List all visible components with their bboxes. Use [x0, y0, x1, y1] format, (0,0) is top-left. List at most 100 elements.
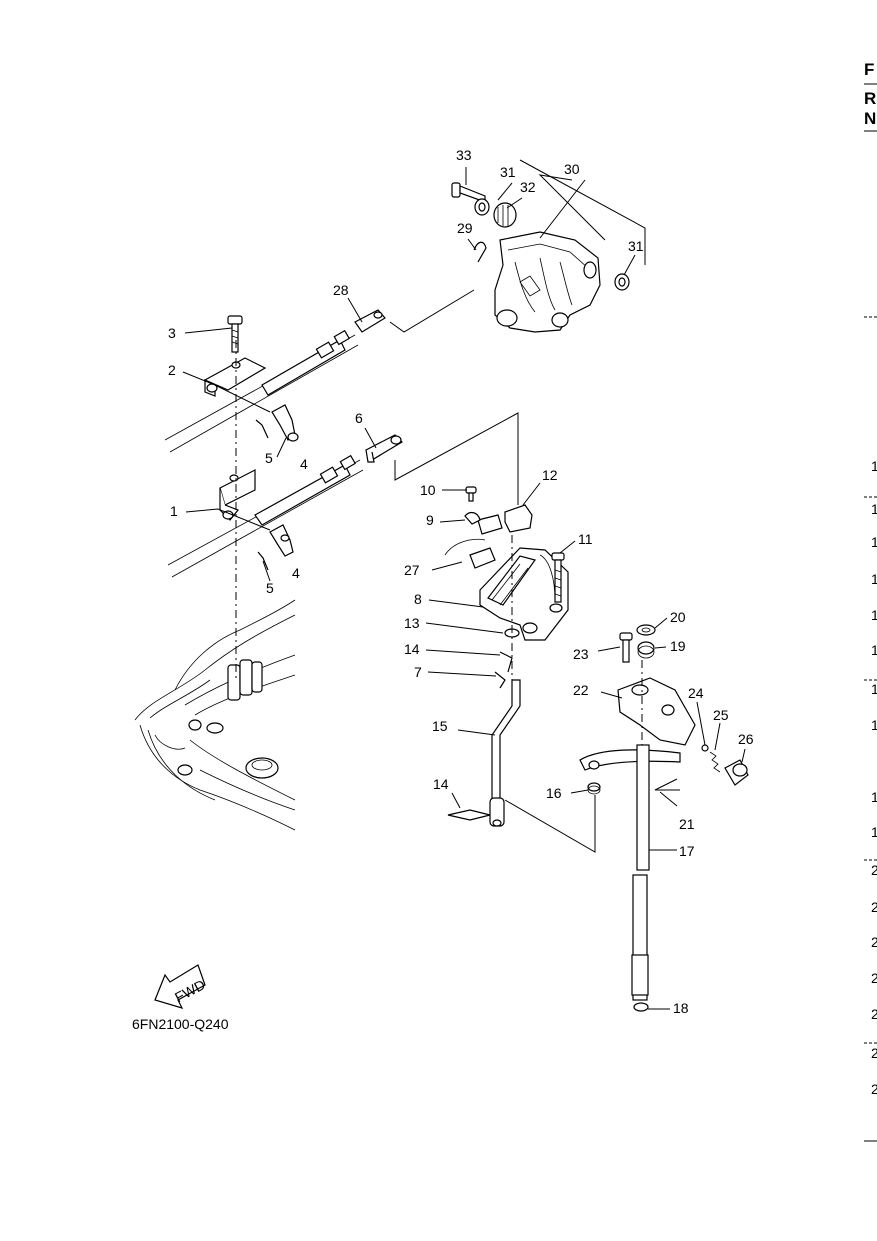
callout-27: 27 [404, 562, 420, 578]
row-number: 1 [871, 607, 877, 623]
shift-cable-lower [167, 454, 364, 578]
callout-28: 28 [333, 282, 349, 298]
row-number: 2 [871, 1045, 877, 1061]
row-number: 1 [871, 458, 877, 474]
diagram-code: 6FN2100-Q240 [132, 1016, 229, 1032]
callout-4: 4 [300, 456, 308, 472]
callout-13: 13 [404, 615, 420, 631]
part-19-collar [637, 641, 655, 659]
callout-1: 1 [170, 503, 178, 519]
part-12-cover [504, 504, 533, 533]
part-29-pin [473, 241, 487, 263]
callout-14: 14 [404, 641, 420, 657]
part-26-plug [724, 759, 749, 786]
callout-29: 29 [457, 220, 473, 236]
engine-body-drawing [134, 599, 296, 831]
row-number: 1 [871, 681, 877, 697]
callout-25: 25 [713, 707, 729, 723]
row-number: 2 [871, 899, 877, 915]
callout-16: 16 [546, 785, 562, 801]
header-letter-n: N [864, 109, 876, 128]
callout-11: 11 [578, 531, 593, 547]
callout-9: 9 [426, 512, 434, 528]
part-3-bolt [227, 315, 243, 353]
part-24-ball [701, 744, 709, 752]
callout-7: 7 [414, 664, 422, 680]
callout-24: 24 [688, 685, 704, 701]
callout-19: 19 [670, 638, 686, 654]
callout-33: 33 [456, 147, 472, 163]
part-8-bracket [479, 547, 569, 641]
leader-lines [182, 159, 746, 1010]
callout-12: 12 [542, 467, 558, 483]
callout-labels: 33 31 30 32 29 31 28 3 2 6 5 4 12 10 1 9… [168, 147, 754, 1016]
callout-32: 32 [520, 179, 536, 195]
part-31-washer-right [614, 273, 630, 291]
callout-2: 2 [168, 362, 176, 378]
callout-20: 20 [670, 609, 686, 625]
part-1-bracket [219, 469, 256, 521]
part-9-clip [464, 511, 481, 525]
part-32-grommet [493, 202, 517, 228]
callout-30: 30 [564, 161, 580, 177]
callout-23: 23 [573, 646, 589, 662]
part-23-bolt [619, 632, 633, 663]
part-15-lever [489, 679, 521, 827]
fwd-arrow-icon: FWD [154, 964, 208, 1009]
row-number: 1 [871, 642, 877, 658]
callout-18: 18 [673, 1000, 689, 1016]
part-11-bolt [551, 552, 565, 603]
part-14-pin-upper [499, 651, 513, 673]
part-27-harness [444, 514, 556, 601]
callout-15: 15 [432, 718, 448, 734]
callout-31b: 31 [628, 238, 644, 254]
row-number: 2 [871, 970, 877, 986]
row-number: 2 [871, 862, 877, 878]
part-33-bolt [451, 182, 486, 203]
callout-8: 8 [414, 591, 422, 607]
part-18-ring [633, 1002, 649, 1012]
callout-31: 31 [500, 164, 516, 180]
callout-21: 21 [679, 816, 695, 832]
callout-14b: 14 [433, 776, 449, 792]
callout-5b: 5 [266, 580, 274, 596]
throttle-cable-upper [164, 329, 359, 453]
part-20-washer [636, 624, 656, 636]
row-number: 1 [871, 824, 877, 840]
row-number: 2 [871, 934, 877, 950]
part-28-cable-end [354, 309, 386, 333]
callout-17: 17 [679, 843, 695, 859]
row-number: 1 [871, 534, 877, 550]
callout-6: 6 [355, 410, 363, 426]
part-22-clamp [617, 677, 696, 746]
part-2-bracket [203, 357, 267, 397]
part-21-arm [579, 749, 681, 771]
part-4-clip-upper [271, 404, 299, 442]
header-letter-f: F [864, 60, 874, 79]
part-4-clip-lower [269, 524, 294, 557]
row-number: 1 [871, 571, 877, 587]
part-31-washer-left [474, 198, 490, 216]
part-10-screw [465, 486, 477, 502]
callout-10: 10 [420, 482, 436, 498]
part-14-pin-lower [447, 809, 491, 821]
header-letter-r: R [864, 89, 876, 108]
callout-5: 5 [265, 450, 273, 466]
callout-26: 26 [738, 731, 754, 747]
callout-3: 3 [168, 325, 176, 341]
part-7-pin [494, 671, 506, 689]
right-edge-parts-list: F R N 1 1 1 1 1 1 1 1 1 1 2 2 2 2 2 2 2 [864, 60, 877, 1142]
row-number: 1 [871, 717, 877, 733]
row-number: 1 [871, 501, 877, 517]
callout-22: 22 [573, 682, 589, 698]
row-number: 2 [871, 1006, 877, 1022]
part-6-cable-end [365, 434, 403, 463]
row-number: 2 [871, 1081, 877, 1097]
row-number: 1 [871, 789, 877, 805]
part-5-pins [255, 419, 269, 571]
parts-30-assembly [494, 231, 601, 333]
part-25-spring [709, 751, 721, 773]
part-17-shaft [631, 744, 650, 1001]
callout-4b: 4 [292, 565, 300, 581]
